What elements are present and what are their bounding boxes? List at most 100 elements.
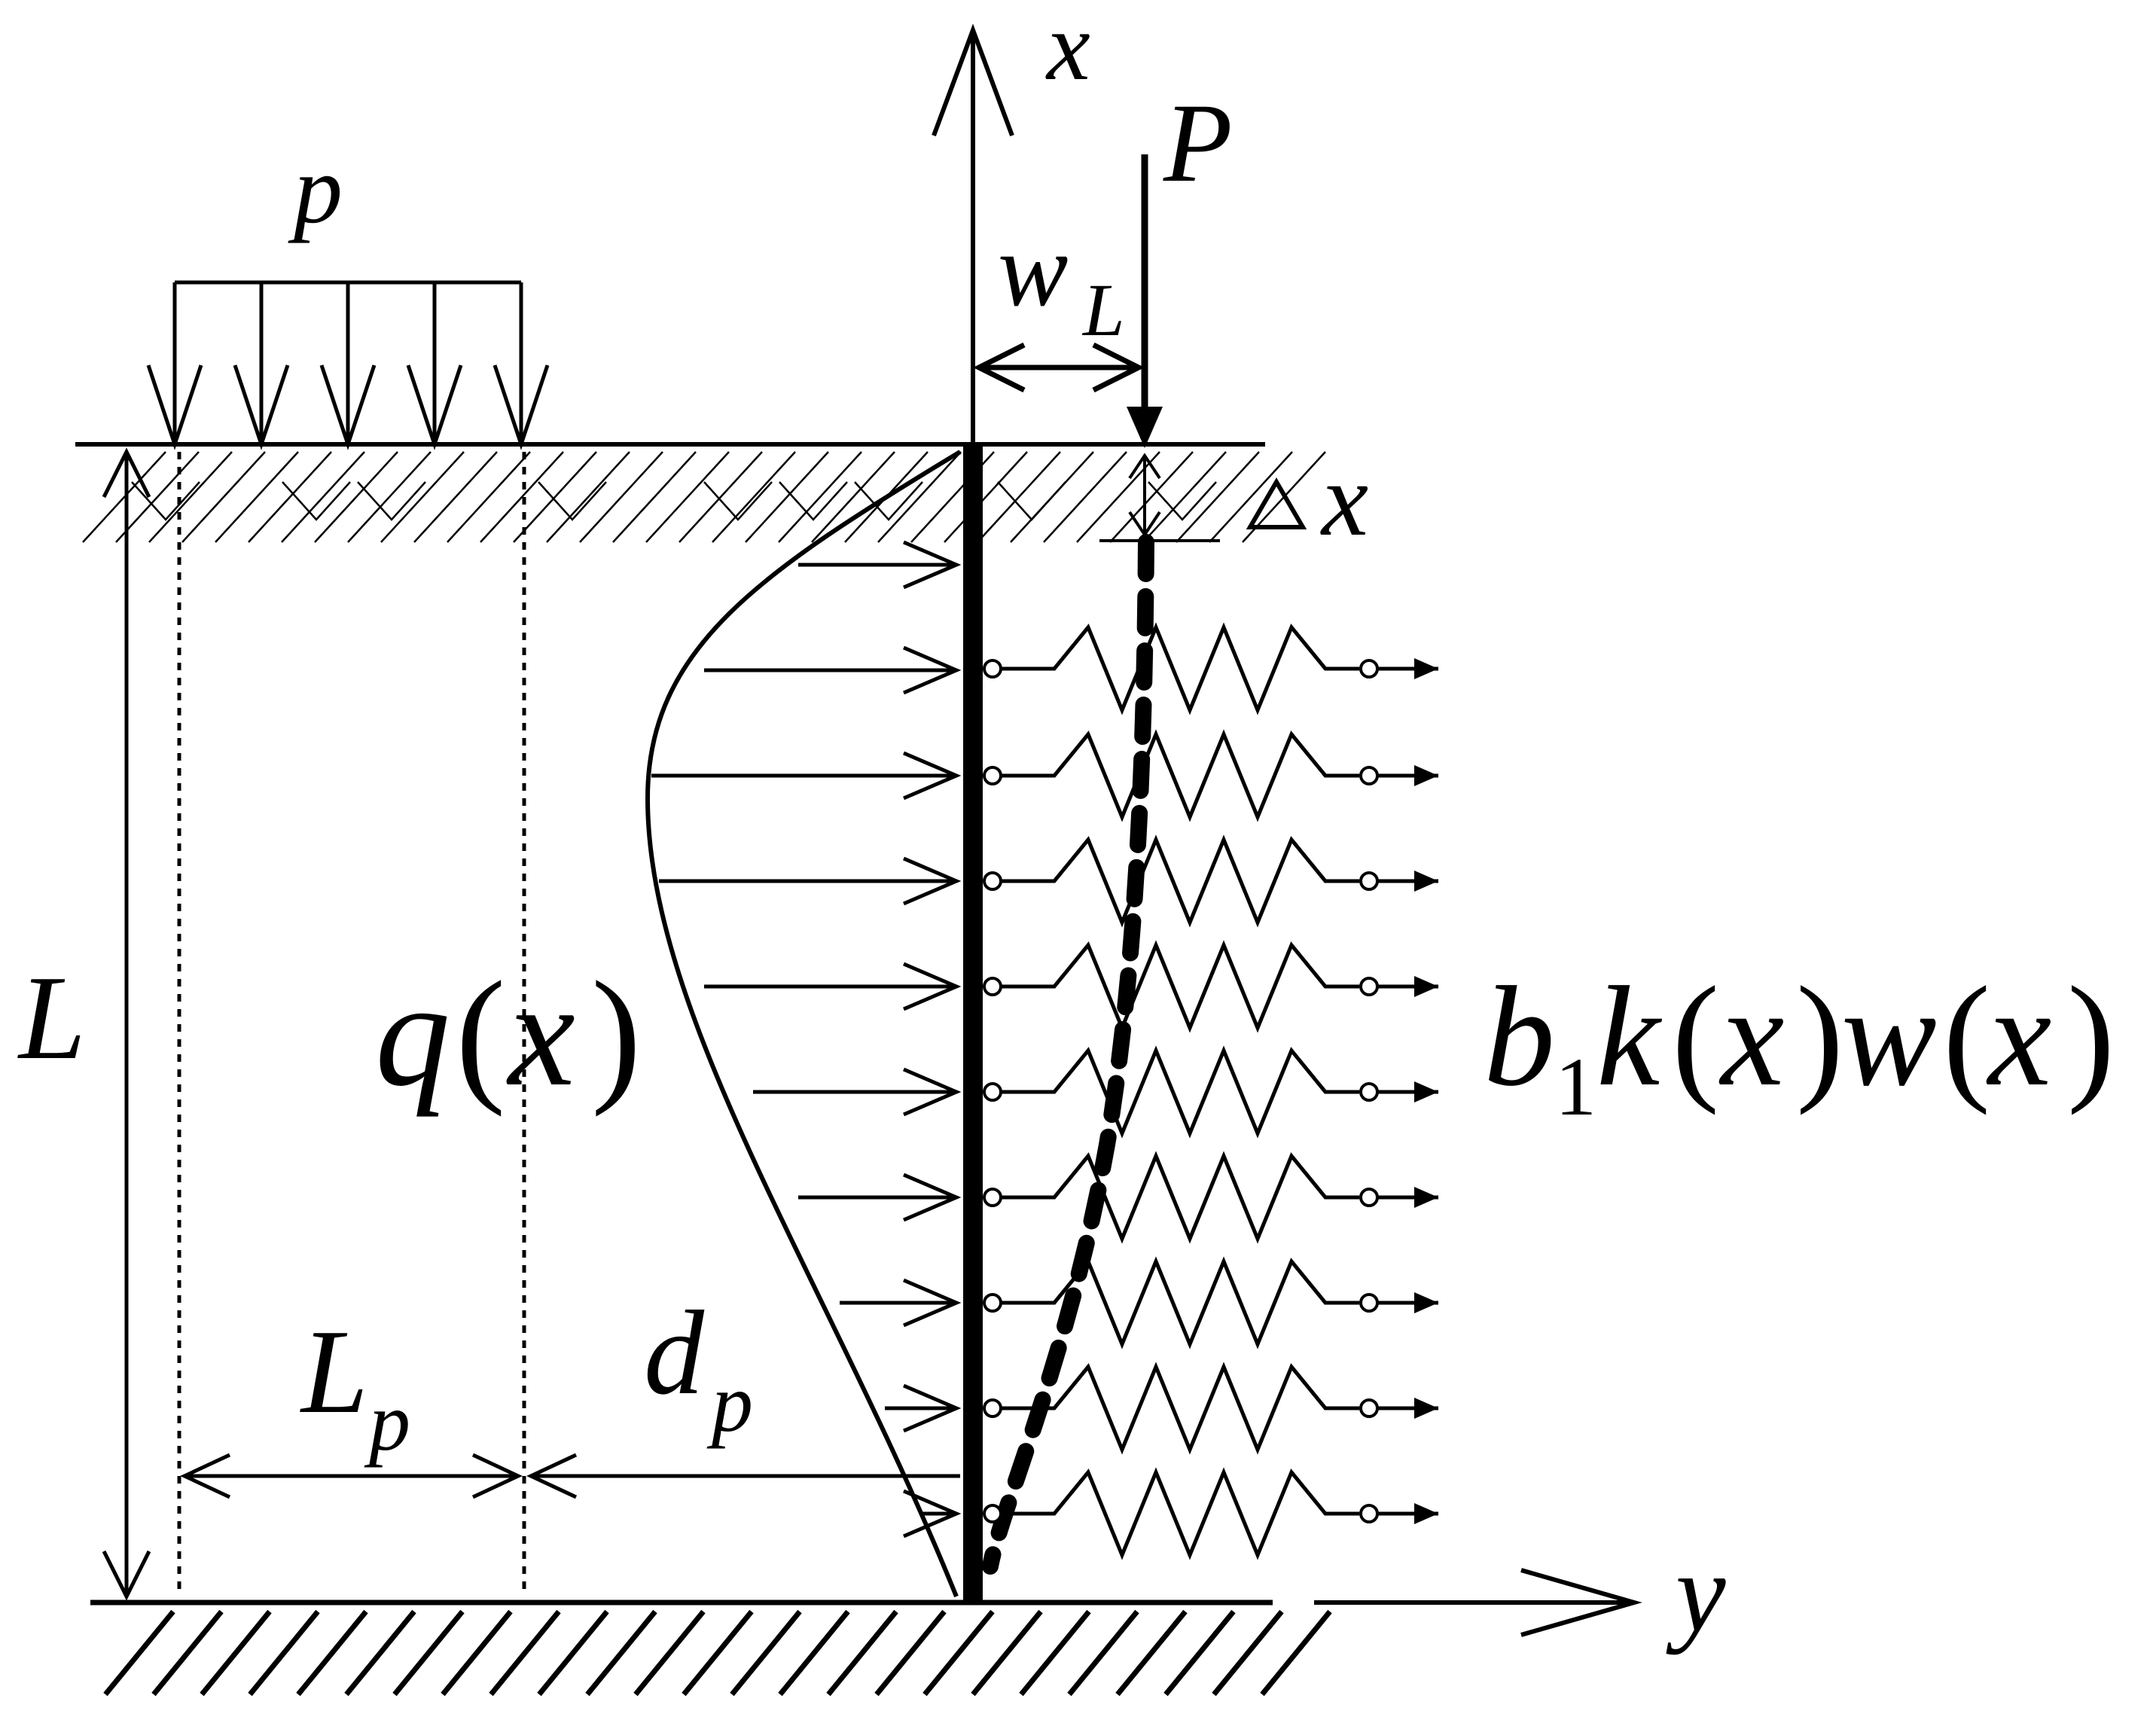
soil-hatch-chevron [779, 481, 848, 521]
label-point-load: P [1163, 81, 1233, 206]
spring-coil [1002, 1151, 1359, 1244]
label-dp-sub: p [706, 1357, 753, 1449]
soil-hatch-stroke [1142, 451, 1227, 543]
base-hatch-stroke [1067, 1609, 1139, 1697]
lp-dimension [180, 1453, 523, 1499]
soil-hatch-stroke [778, 451, 862, 543]
label-spring-kx: x [1718, 958, 1784, 1116]
base-hatch-stroke [730, 1609, 802, 1697]
spring-right-node [1359, 1398, 1379, 1418]
soil-hatch-stroke [811, 451, 895, 543]
soil-hatch-stroke [380, 451, 465, 543]
paren-open-w: ( [1943, 958, 1990, 1116]
spring-right-node [1359, 1504, 1379, 1523]
paren-open-q: ( [456, 951, 506, 1118]
depth-marker [1099, 453, 1307, 542]
spring-left-node [983, 977, 1002, 996]
base-hatch-stroke [633, 1609, 706, 1697]
soil-hatch-stroke [745, 451, 829, 543]
spring-coil [1002, 940, 1359, 1033]
soil-hatch-stroke [877, 451, 962, 543]
soil-hatch-chevron [703, 481, 773, 521]
base-hatch-stroke [537, 1609, 609, 1697]
soil-hatch-stroke [513, 451, 597, 543]
label-offset-w: w [998, 212, 1068, 328]
spring-reaction-arrowhead [1414, 871, 1438, 892]
lateral-load-arrowhead [903, 540, 962, 590]
base-hatch-stroke [1212, 1609, 1284, 1697]
soil-springs [983, 622, 1438, 1560]
spring-reaction-arrowhead [1414, 658, 1438, 679]
spring-right-node [1359, 1293, 1379, 1313]
base-hatch-stroke [1260, 1609, 1332, 1697]
label-lateral-load-arg: x [506, 951, 575, 1118]
lateral-load-arrowhead [903, 856, 962, 906]
label-lateral-load-q: q [375, 951, 450, 1118]
base-hatch-stroke [441, 1609, 513, 1697]
base-hatch-stroke [344, 1609, 416, 1697]
base-hatch-stroke [682, 1609, 754, 1697]
spring-right-node [1359, 977, 1379, 996]
label-spring-b-sub: 1 [1555, 1041, 1596, 1133]
soil-hatch-chevron [131, 481, 200, 521]
fixed-base-hatch [103, 1609, 1332, 1697]
lateral-load-arrowhead [903, 751, 962, 801]
base-hatch-stroke [922, 1609, 995, 1697]
label-y-axis: y [1666, 1530, 1726, 1655]
spring-left-node [983, 659, 1002, 679]
spring-left-node [983, 1504, 1002, 1523]
label-offset-w-sub: L [1081, 268, 1125, 352]
spring-left-node [983, 1293, 1002, 1313]
spring-coil [1002, 1256, 1359, 1349]
spring-right-node [1359, 1082, 1379, 1102]
base-hatch-stroke [392, 1609, 465, 1697]
base-hatch-stroke [248, 1609, 320, 1697]
soil-hatch-stroke [1109, 451, 1194, 543]
soil-hatch-chevron [282, 481, 351, 521]
spring-reaction-arrowhead [1414, 1503, 1438, 1524]
soil-hatch-stroke [281, 451, 365, 543]
spring-left-node [983, 1188, 1002, 1207]
soil-hatch-stroke [944, 451, 1028, 543]
soil-hatch-stroke [1209, 451, 1293, 543]
spring-coil [1002, 729, 1359, 822]
label-spring-wx: x [1986, 958, 2051, 1116]
spring-coil [1002, 1362, 1359, 1455]
spring-left-node [983, 1398, 1002, 1418]
soil-hatch-stroke [181, 451, 266, 543]
lateral-load-arrowhead [903, 1489, 962, 1539]
label-depth-x: x [1320, 441, 1368, 558]
paren-close-k: ) [1796, 958, 1843, 1116]
base-hatch-stroke [296, 1609, 368, 1697]
base-hatch-stroke [1019, 1609, 1091, 1697]
paren-close-q: ) [591, 951, 642, 1118]
spring-reaction-arrowhead [1414, 1292, 1438, 1313]
soil-hatch-stroke [546, 451, 630, 543]
lateral-load-arrowhead [903, 1173, 962, 1222]
y-axis [1314, 1568, 1642, 1637]
base-hatch-stroke [489, 1609, 561, 1697]
paren-open-k: ( [1672, 958, 1719, 1116]
soil-hatch-stroke [679, 451, 763, 543]
soil-hatch-stroke [347, 451, 432, 543]
lateral-load-arrowhead [903, 1383, 962, 1433]
offset-dimension [973, 342, 1145, 393]
lateral-load-arrows [651, 540, 962, 1539]
base-hatch-stroke [1115, 1609, 1188, 1697]
spring-left-node [983, 766, 1002, 785]
soil-hatch-stroke [148, 451, 233, 543]
soil-hatch-stroke [314, 451, 398, 543]
soil-hatch-stroke [480, 451, 564, 543]
surcharge-load-arrows [146, 280, 550, 450]
length-dimension [102, 447, 151, 1601]
label-spring-b: b [1484, 958, 1555, 1116]
spring-left-node [983, 1082, 1002, 1102]
label-surcharge: p [288, 136, 343, 244]
soil-hatch-chevron [997, 481, 1066, 521]
base-hatch-stroke [151, 1609, 224, 1697]
soil-hatch-stroke [1176, 451, 1260, 543]
label-length: L [17, 950, 86, 1084]
soil-hatch-stroke [248, 451, 332, 543]
base-hatch-stroke [874, 1609, 947, 1697]
